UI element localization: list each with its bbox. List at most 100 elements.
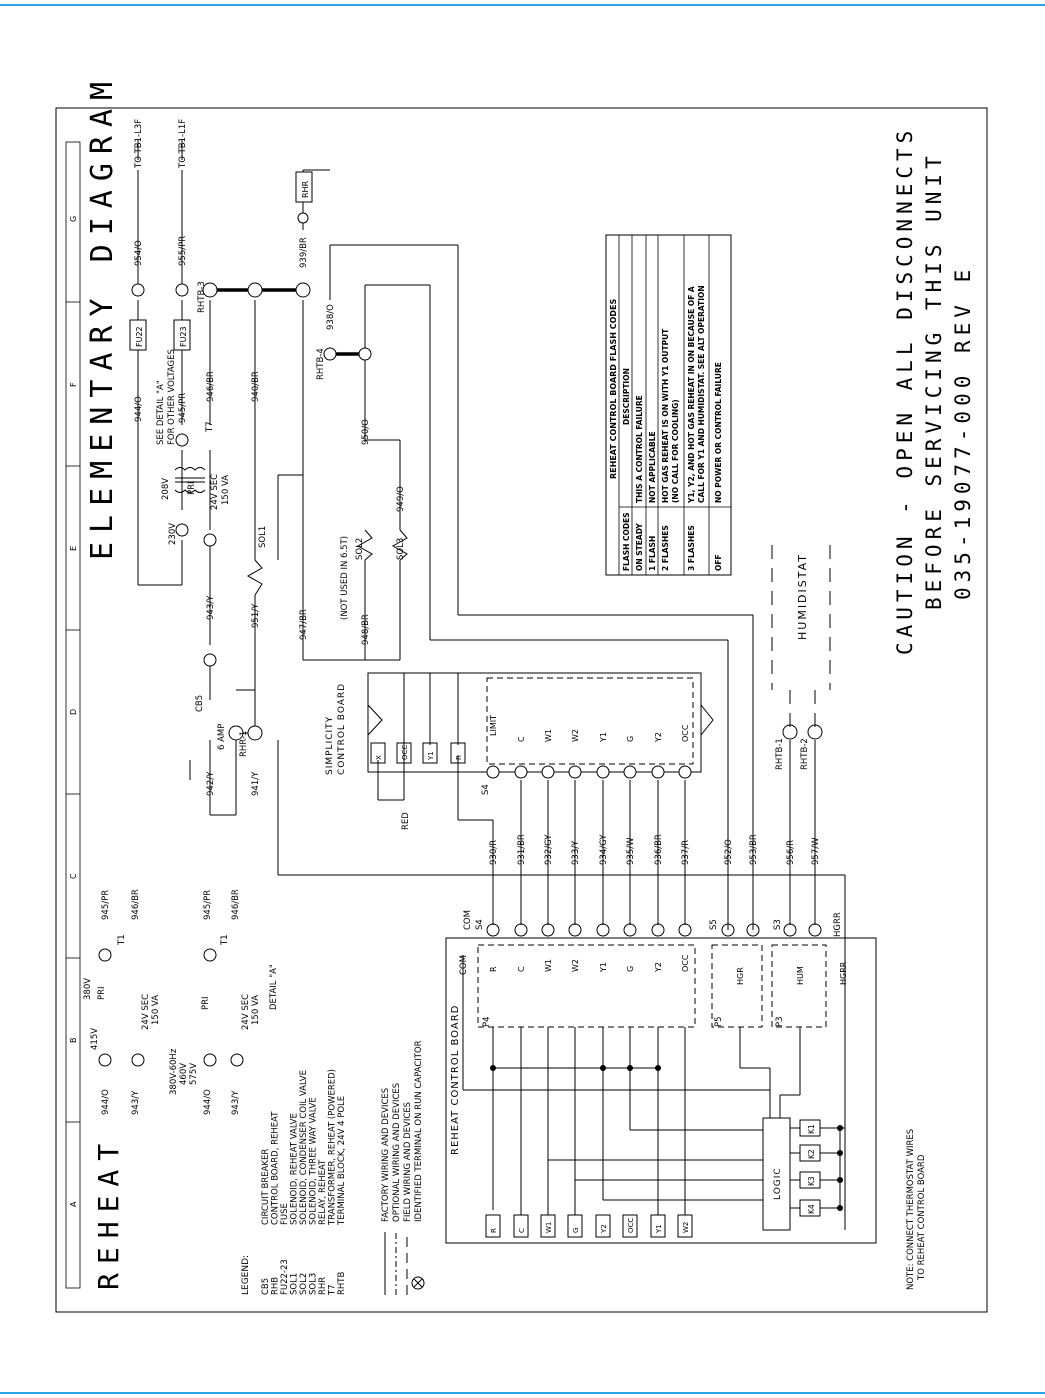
- wire-number-label: 948/BR: [361, 614, 371, 645]
- wire-number-label: 940/BR: [251, 371, 261, 402]
- simplicity-top-label: X: [375, 755, 383, 760]
- column-letter: G: [69, 216, 78, 222]
- column-letter: D: [69, 709, 78, 715]
- legend-code: SOL2: [299, 1273, 309, 1295]
- svg-text:T1: T1: [117, 934, 127, 946]
- fuse-fu22: FU22: [129, 319, 147, 351]
- svg-text:HGRR: HGRR: [833, 912, 843, 937]
- thermostat-terminal-label: C: [518, 1228, 526, 1233]
- legend-desc: SOLENOID, REHEAT VALVE: [290, 1113, 300, 1225]
- reheat-pin-label: W1: [544, 959, 553, 972]
- simplicity-pin-label: W2: [571, 729, 580, 742]
- reheat-pin-label: G: [626, 966, 635, 972]
- svg-text:S5: S5: [709, 919, 719, 930]
- legend-desc: TERMINAL BLOCK, 24V 4 POLE: [337, 1096, 347, 1226]
- reheat-pin-label: W2: [571, 959, 580, 972]
- legend-desc: CONTROL BOARD, REHEAT: [271, 1111, 281, 1225]
- reheat-pin: [678, 923, 692, 937]
- svg-text:PRI: PRI: [187, 481, 197, 495]
- simplicity-pin: [623, 765, 637, 779]
- svg-text:COM: COM: [463, 910, 473, 930]
- svg-text:NOTE: CONNECT THERMOSTAT WIRES: NOTE: CONNECT THERMOSTAT WIRES: [906, 1129, 916, 1290]
- flash-desc: THIS A CONTROL FAILURE: [635, 395, 644, 503]
- simplicity-pin-label: OCC: [681, 724, 690, 742]
- wire-number-label: 944/O: [101, 1089, 111, 1115]
- flash-desc: NO POWER OR CONTROL FAILURE: [714, 362, 723, 503]
- wire-number-label: 937/R: [681, 840, 691, 865]
- wire-number-label: 946/BR: [231, 889, 241, 920]
- svg-text:415V: 415V: [90, 1028, 100, 1050]
- title-block: ELEMENTARY DIAGRAM REHEAT: [85, 73, 125, 1290]
- hgr-label: HGR: [736, 967, 745, 985]
- svg-text:P5: P5: [714, 1016, 724, 1027]
- svg-text:FU23: FU23: [179, 326, 188, 347]
- wire-number-label: 955/PR: [178, 236, 188, 266]
- relay-label: K3: [807, 1176, 816, 1186]
- svg-text:S3: S3: [773, 919, 783, 930]
- wire-number-label: 931/BR: [517, 834, 527, 865]
- wire-number-label: 956/R: [786, 840, 796, 865]
- reheat-pin-label: Y1: [599, 962, 608, 973]
- svg-text:SOL2: SOL2: [355, 538, 365, 560]
- legend-desc: TRANSFORMER, REHEAT (POWERED): [328, 1069, 338, 1226]
- reheat-pin-s3-1: [783, 923, 797, 937]
- reheat-pin: [514, 923, 528, 937]
- reheat-pin-label: Y2: [654, 962, 663, 973]
- simplicity-pin: [514, 765, 528, 779]
- simplicity-pin: [651, 765, 665, 779]
- humidistat: [771, 545, 831, 730]
- reheat-pin-label: OCC: [681, 954, 690, 972]
- misc-labels: SEE DETAIL "A" FOR OTHER VOLTAGES TO TB1…: [83, 119, 927, 1290]
- svg-text:T1: T1: [220, 934, 230, 946]
- terminal-circles: [98, 282, 823, 1067]
- flash-code-table: REHEAT CONTROL BOARD FLASH CODES FLASH C…: [605, 234, 732, 576]
- wire-number-label: 933/Y: [571, 840, 581, 865]
- reheat-pin: [568, 923, 582, 937]
- svg-text:24V SEC: 24V SEC: [141, 994, 151, 1030]
- svg-text:24V SEC: 24V SEC: [241, 994, 251, 1030]
- svg-text:RHTB-3: RHTB-3: [197, 281, 207, 313]
- wire-number-label: 946/BR: [206, 371, 216, 402]
- page-subtitle: REHEAT: [92, 1135, 125, 1290]
- svg-text:460V: 460V: [179, 1063, 189, 1085]
- terminal-jumpers: [210, 288, 365, 356]
- legend-code: CB5: [261, 1278, 271, 1295]
- svg-text:RHR: RHR: [301, 180, 310, 198]
- simplicity-top-label: OCC: [401, 745, 409, 760]
- svg-text:S4: S4: [475, 919, 485, 930]
- flash-desc: NOT APPLICABLE: [648, 431, 657, 503]
- wire-number-label: 952/O: [724, 839, 734, 865]
- legend-desc: SOLENOID, THREE WAY VALVE: [309, 1097, 319, 1225]
- svg-text:CB5: CB5: [195, 695, 205, 712]
- column-ruler-ticks: [66, 301, 80, 1123]
- column-letter: C: [69, 873, 78, 879]
- svg-text:SEE DETAIL "A": SEE DETAIL "A": [156, 380, 166, 445]
- column-letter: E: [69, 546, 78, 551]
- legend-title: LEGEND:: [241, 1255, 251, 1295]
- thermostat-terminal-label: W1: [545, 1222, 553, 1233]
- hgrr-label: HGRR: [839, 961, 848, 985]
- caution-block: CAUTION - OPEN ALL DISCONNECTS BEFORE SE…: [893, 126, 975, 655]
- humidistat-label: HUMIDISTAT: [796, 553, 809, 640]
- wire-number-label: 945/PR: [101, 890, 111, 920]
- reheat-pin: [651, 923, 665, 937]
- reheat-pin: [486, 923, 500, 937]
- wire-number-label: 951/Y: [251, 603, 261, 628]
- svg-text:P3: P3: [775, 1016, 785, 1027]
- thermostat-terminal-label: Y1: [655, 1224, 663, 1234]
- svg-text:150 VA: 150 VA: [151, 995, 161, 1025]
- svg-text:FU22: FU22: [135, 326, 144, 347]
- reheat-pin: [596, 923, 610, 937]
- reheat-pin-label: C: [517, 966, 526, 972]
- wire-number-label: 934/GY: [599, 834, 609, 865]
- legend-desc: FUSE: [280, 1203, 290, 1225]
- svg-text:380V: 380V: [83, 978, 93, 1000]
- simplicity-pin: [596, 765, 610, 779]
- simplicity-pin-label: C: [517, 736, 526, 742]
- wire-number-label: 946/BR: [131, 889, 141, 920]
